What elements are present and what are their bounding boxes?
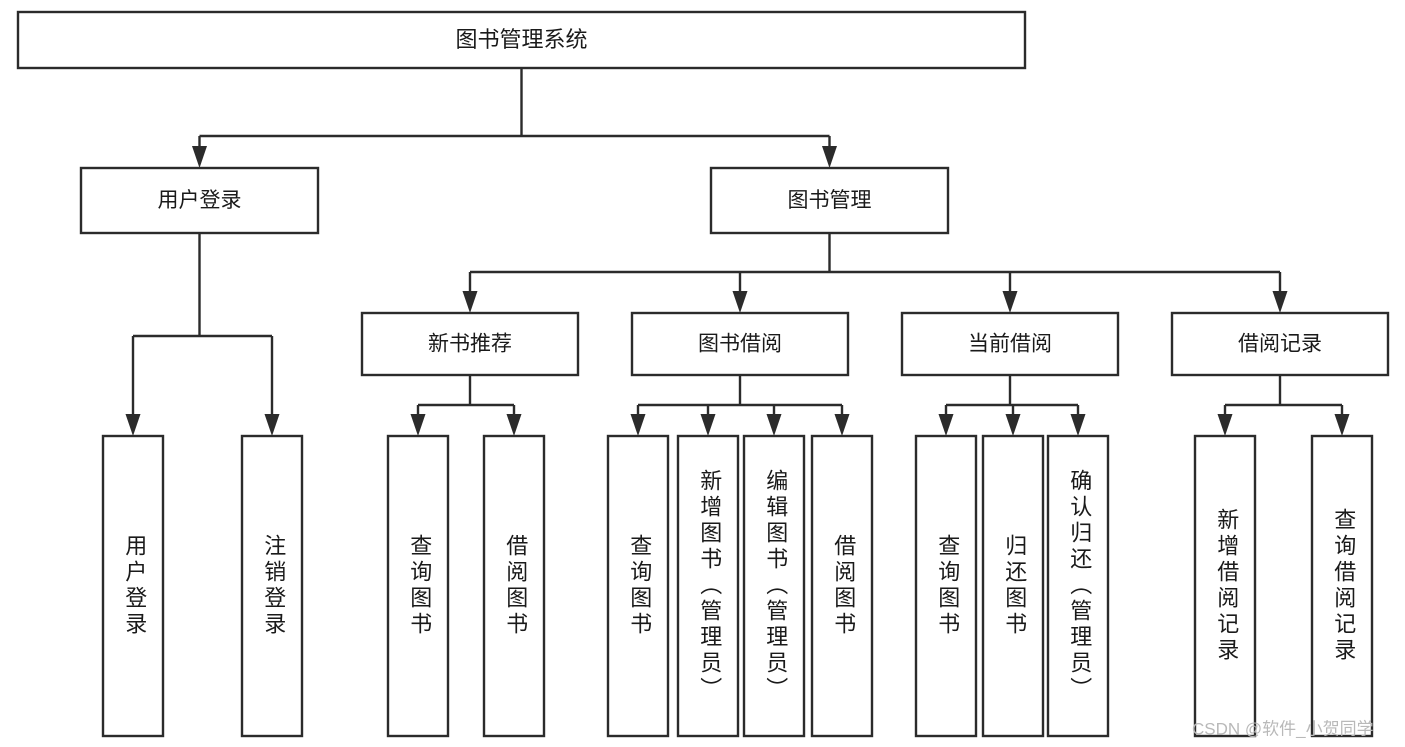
leaf-borrow-books[interactable]: 借阅图书 bbox=[810, 434, 874, 738]
leaf-add-borrow-record[interactable]: 新增借阅记录 bbox=[1193, 434, 1257, 738]
leaf-user-login-rect bbox=[101, 434, 165, 738]
watermark-label: CSDN @软件_小贺同学 bbox=[1192, 719, 1374, 738]
node-book-management[interactable]: 图书管理 bbox=[709, 166, 950, 235]
node-user-login-rect bbox=[79, 166, 320, 235]
node-current-borrow-label: 当前借阅 bbox=[968, 333, 1052, 356]
node-current-borrow[interactable]: 当前借阅 bbox=[900, 311, 1120, 377]
arrow-to-leaf-query-books-borrow bbox=[630, 414, 646, 436]
leaf-query-books-current-label: 查询图书 bbox=[935, 534, 960, 638]
node-current-borrow-rect bbox=[900, 311, 1120, 377]
leaf-query-borrow-record-label: 查询借阅记录 bbox=[1331, 508, 1356, 664]
arrow-to-leaf-add-book-admin bbox=[700, 414, 716, 436]
leaf-add-book-admin-rect bbox=[676, 434, 740, 738]
arrow-to-leaf-query-borrow-record bbox=[1334, 414, 1350, 436]
node-borrow-records-rect bbox=[1170, 311, 1390, 377]
arrow-to-leaf-user-logout bbox=[264, 414, 280, 436]
node-root-book-management-system-rect bbox=[16, 10, 1027, 70]
leaf-confirm-return-admin-label: 确认归还（管理员） bbox=[1067, 469, 1092, 703]
leaf-add-book-admin-label: 新增图书（管理员） bbox=[697, 469, 722, 703]
leaf-user-logout[interactable]: 注销登录 bbox=[240, 434, 304, 738]
arrow-to-node-book-borrow bbox=[732, 291, 748, 313]
leaf-return-books-label: 归还图书 bbox=[1002, 534, 1027, 638]
leaf-query-books-current-rect bbox=[914, 434, 978, 738]
arrow-to-leaf-add-borrow-record bbox=[1217, 414, 1233, 436]
leaf-confirm-return-admin[interactable]: 确认归还（管理员） bbox=[1046, 434, 1110, 738]
leaf-query-books-recommend-rect bbox=[386, 434, 450, 738]
leaf-query-books-current[interactable]: 查询图书 bbox=[914, 434, 978, 738]
leaf-user-logout-label: 注销登录 bbox=[261, 534, 286, 638]
arrow-to-leaf-borrow-books-recommend bbox=[506, 414, 522, 436]
leaf-borrow-books-rect bbox=[810, 434, 874, 738]
leaf-query-books-borrow-label: 查询图书 bbox=[627, 534, 652, 638]
leaf-user-login-label: 用户登录 bbox=[122, 534, 147, 638]
leaf-borrow-books-recommend-label: 借阅图书 bbox=[503, 534, 528, 638]
nodes-layer: 图书管理系统用户登录图书管理用户登录注销登录新书推荐查询图书借阅图书图书借阅查询… bbox=[16, 10, 1390, 738]
arrow-to-node-current-borrow bbox=[1002, 291, 1018, 313]
leaf-edit-book-admin-rect bbox=[742, 434, 806, 738]
node-borrow-records-label: 借阅记录 bbox=[1238, 333, 1322, 356]
leaf-add-borrow-record-label: 新增借阅记录 bbox=[1214, 508, 1239, 664]
arrow-to-leaf-borrow-books bbox=[834, 414, 850, 436]
node-root-book-management-system[interactable]: 图书管理系统 bbox=[16, 10, 1027, 70]
leaf-query-books-borrow-rect bbox=[606, 434, 670, 738]
arrow-to-node-user-login bbox=[192, 146, 207, 168]
arrow-to-leaf-query-books-current bbox=[938, 414, 954, 436]
leaf-query-books-recommend-label: 查询图书 bbox=[407, 534, 432, 638]
node-book-borrow-label: 图书借阅 bbox=[698, 333, 782, 356]
arrow-to-leaf-confirm-return-admin bbox=[1070, 414, 1086, 436]
leaf-confirm-return-admin-rect bbox=[1046, 434, 1110, 738]
arrow-to-node-new-book-recommend bbox=[462, 291, 478, 313]
arrow-to-node-book-management bbox=[822, 146, 837, 168]
arrow-to-leaf-query-books-recommend bbox=[410, 414, 426, 436]
node-new-book-recommend-rect bbox=[360, 311, 580, 377]
node-new-book-recommend-label: 新书推荐 bbox=[428, 333, 512, 356]
edges-layer bbox=[125, 68, 1350, 436]
leaf-borrow-books-recommend[interactable]: 借阅图书 bbox=[482, 434, 546, 738]
node-book-management-rect bbox=[709, 166, 950, 235]
node-new-book-recommend[interactable]: 新书推荐 bbox=[360, 311, 580, 377]
leaf-query-borrow-record[interactable]: 查询借阅记录 bbox=[1310, 434, 1374, 738]
node-user-login-label: 用户登录 bbox=[158, 189, 242, 212]
node-root-book-management-system-label: 图书管理系统 bbox=[455, 27, 587, 52]
leaf-edit-book-admin-label: 编辑图书（管理员） bbox=[763, 469, 788, 703]
leaf-borrow-books-label: 借阅图书 bbox=[831, 534, 856, 638]
node-borrow-records[interactable]: 借阅记录 bbox=[1170, 311, 1390, 377]
leaf-add-book-admin[interactable]: 新增图书（管理员） bbox=[676, 434, 740, 738]
leaf-query-books-recommend[interactable]: 查询图书 bbox=[386, 434, 450, 738]
node-book-borrow[interactable]: 图书借阅 bbox=[630, 311, 850, 377]
leaf-return-books-rect bbox=[981, 434, 1045, 738]
arrow-to-leaf-edit-book-admin bbox=[766, 414, 782, 436]
leaf-user-login[interactable]: 用户登录 bbox=[101, 434, 165, 738]
node-user-login[interactable]: 用户登录 bbox=[79, 166, 320, 235]
arrow-to-node-borrow-records bbox=[1272, 291, 1288, 313]
leaf-add-borrow-record-rect bbox=[1193, 434, 1257, 738]
leaf-user-logout-rect bbox=[240, 434, 304, 738]
leaf-edit-book-admin[interactable]: 编辑图书（管理员） bbox=[742, 434, 806, 738]
leaf-query-books-borrow[interactable]: 查询图书 bbox=[606, 434, 670, 738]
arrow-to-leaf-user-login bbox=[125, 414, 141, 436]
node-book-borrow-rect bbox=[630, 311, 850, 377]
leaf-borrow-books-recommend-rect bbox=[482, 434, 546, 738]
arrow-to-leaf-return-books bbox=[1005, 414, 1021, 436]
leaf-query-borrow-record-rect bbox=[1310, 434, 1374, 738]
node-book-management-label: 图书管理 bbox=[788, 189, 872, 212]
leaf-return-books[interactable]: 归还图书 bbox=[981, 434, 1045, 738]
